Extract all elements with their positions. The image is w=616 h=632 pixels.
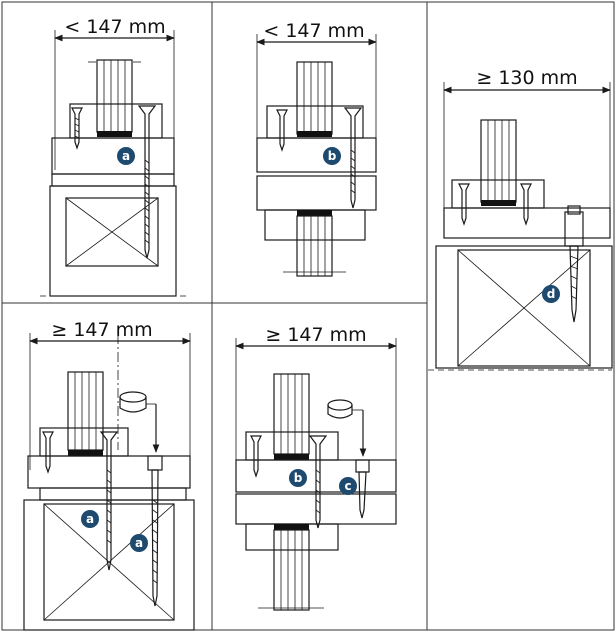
gasket bbox=[481, 200, 516, 206]
screw bbox=[276, 109, 288, 152]
gasket bbox=[68, 450, 103, 456]
dimension-label: ≥ 130 mm bbox=[476, 67, 577, 89]
svg-text:d: d bbox=[547, 287, 556, 301]
glass-pane-lower bbox=[258, 529, 324, 611]
dimension-line: < 147 mm bbox=[256, 20, 377, 140]
dimension-label: < 147 mm bbox=[64, 16, 165, 38]
frame-profile bbox=[39, 487, 187, 501]
screw bbox=[99, 431, 119, 571]
badge: a bbox=[130, 534, 148, 552]
svg-text:a: a bbox=[135, 536, 143, 550]
screw bbox=[71, 107, 83, 150]
screw bbox=[355, 459, 370, 519]
dimension-label: < 147 mm bbox=[263, 20, 364, 42]
badge: b bbox=[289, 469, 307, 487]
gasket bbox=[274, 454, 309, 460]
glass-pane bbox=[273, 373, 310, 455]
svg-text:b: b bbox=[328, 149, 337, 163]
badge: a bbox=[81, 510, 99, 528]
svg-text:c: c bbox=[344, 479, 351, 493]
sash-profile bbox=[443, 207, 611, 239]
badge: c bbox=[339, 477, 357, 495]
dimension-label: ≥ 147 mm bbox=[51, 319, 152, 341]
screw bbox=[250, 435, 262, 478]
panel-right: ≥ 130 mm bbox=[428, 67, 613, 371]
screw bbox=[42, 431, 54, 474]
dimension-line: ≥ 147 mm bbox=[29, 319, 191, 470]
substrate-block bbox=[23, 499, 195, 631]
substrate-block bbox=[428, 245, 613, 371]
screw bbox=[520, 183, 532, 226]
gasket bbox=[274, 524, 309, 530]
sash-profile-lower bbox=[256, 175, 377, 211]
substrate-block bbox=[40, 185, 186, 297]
svg-text:a: a bbox=[122, 149, 130, 163]
badge: b bbox=[323, 147, 341, 165]
panel-bottom-middle: ≥ 147 mm bbox=[235, 324, 397, 611]
badge: a bbox=[117, 147, 135, 165]
dimension-line: < 147 mm bbox=[54, 16, 175, 170]
screw bbox=[147, 455, 163, 607]
glass-pane bbox=[480, 119, 517, 203]
dimension-label: ≥ 147 mm bbox=[265, 324, 366, 346]
screw bbox=[458, 183, 470, 226]
sash-profile bbox=[51, 137, 175, 175]
dimension-line: ≥ 147 mm bbox=[235, 324, 397, 460]
panel-bottom-left: ≥ 147 mm bbox=[23, 319, 195, 631]
gasket bbox=[297, 210, 332, 216]
gasket bbox=[297, 131, 332, 137]
panel-top-middle: < 147 mm bbox=[256, 20, 377, 277]
dimension-line: ≥ 130 mm bbox=[443, 67, 611, 212]
sash-profile bbox=[256, 137, 377, 173]
screw bbox=[308, 435, 328, 529]
cover-cap bbox=[119, 391, 160, 453]
badge: d bbox=[542, 285, 560, 303]
cover-cap bbox=[327, 399, 367, 457]
svg-text:a: a bbox=[86, 512, 94, 526]
frame-profile bbox=[51, 173, 175, 187]
screw bbox=[137, 105, 157, 259]
glass-pane bbox=[88, 59, 141, 133]
screw bbox=[343, 107, 363, 209]
gasket bbox=[97, 131, 132, 137]
glass-pane-lower bbox=[283, 215, 346, 277]
panel-top-left: < 147 mm bbox=[40, 16, 186, 297]
svg-text:b: b bbox=[294, 471, 303, 485]
glass-pane bbox=[296, 61, 333, 135]
anchor-sleeve bbox=[564, 205, 584, 323]
